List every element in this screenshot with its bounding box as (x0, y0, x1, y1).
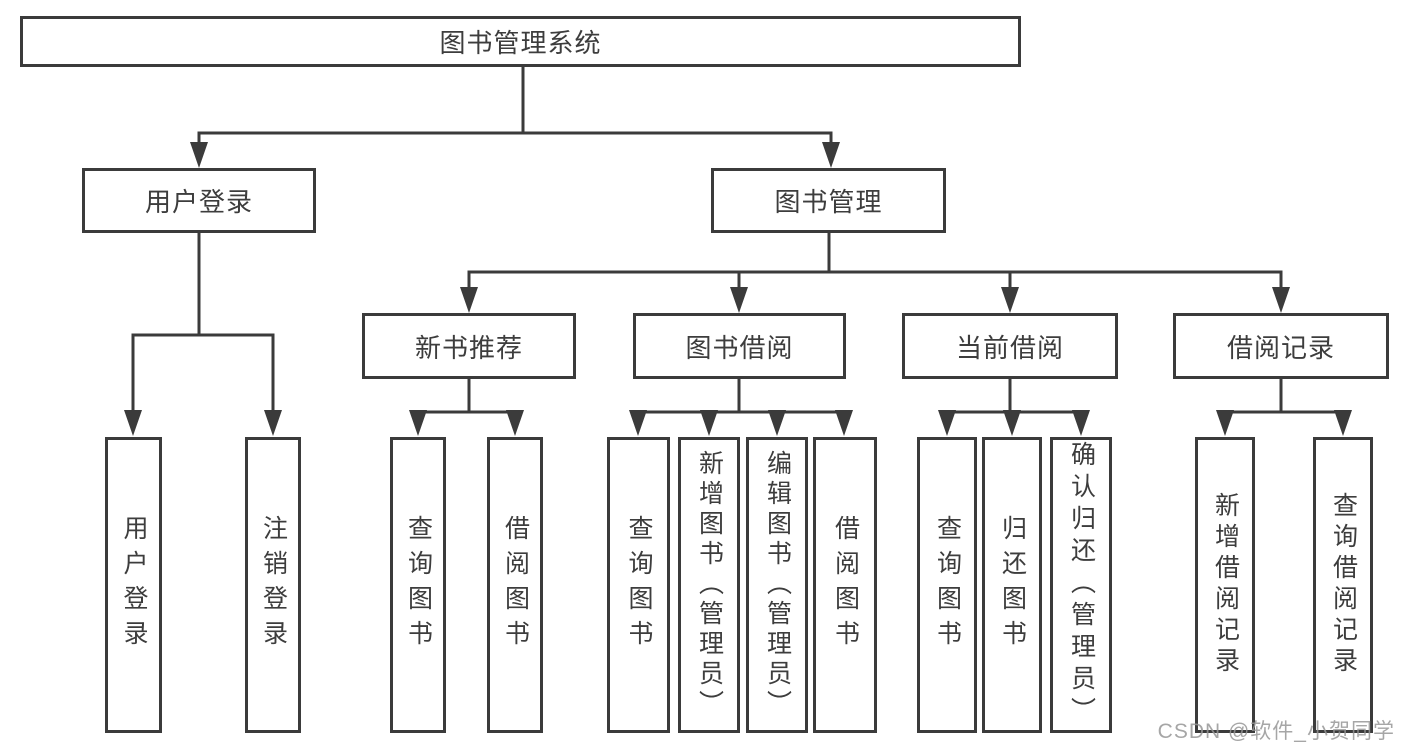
node-root: 图书管理系统 (20, 16, 1021, 67)
leaf-query-books-current-label: 查询图书 (933, 515, 962, 655)
leaf-add-borrow-record-label: 新增借阅记录 (1211, 492, 1240, 678)
leaf-return-books: 归还图书 (982, 437, 1042, 733)
leaf-user-login: 用户登录 (105, 437, 162, 733)
node-book-management: 图书管理 (711, 168, 946, 233)
node-book-management-label: 图书管理 (774, 187, 883, 217)
node-current-borrowing: 当前借阅 (902, 313, 1118, 379)
leaf-add-borrow-record: 新增借阅记录 (1195, 437, 1255, 733)
leaf-query-borrow-record-label: 查询借阅记录 (1329, 492, 1358, 678)
leaf-return-books-label: 归还图书 (998, 515, 1027, 655)
node-current-borrowing-label: 当前借阅 (955, 332, 1064, 363)
leaf-borrow-books-recommend: 借阅图书 (487, 437, 543, 733)
node-user-login: 用户登录 (82, 168, 316, 233)
node-borrow-records: 借阅记录 (1173, 313, 1389, 379)
leaf-borrow-books-borrowing-label: 借阅图书 (831, 515, 860, 655)
leaf-query-books-current: 查询图书 (917, 437, 977, 733)
node-book-borrowing: 图书借阅 (633, 313, 846, 379)
leaf-edit-books-admin: 编辑图书（管理员） (746, 437, 808, 733)
leaf-query-books-borrowing: 查询图书 (607, 437, 670, 733)
leaf-logout-label: 注销登录 (259, 515, 288, 655)
leaf-query-books-borrowing-label: 查询图书 (625, 515, 653, 655)
leaf-edit-books-admin-label: 编辑图书（管理员） (763, 450, 792, 720)
csdn-watermark: CSDN @软件_小贺同学 (1157, 720, 1395, 743)
leaf-add-books-admin-label: 新增图书（管理员） (695, 450, 724, 720)
node-new-book-recommend-label: 新书推荐 (414, 332, 523, 363)
leaf-confirm-return-admin: 确认归还（管理员） (1050, 437, 1112, 733)
leaf-query-borrow-record: 查询借阅记录 (1313, 437, 1373, 733)
node-new-book-recommend: 新书推荐 (362, 313, 576, 379)
node-book-borrowing-label: 图书借阅 (685, 332, 794, 363)
node-user-login-label: 用户登录 (144, 187, 253, 217)
node-root-label: 图书管理系统 (439, 28, 602, 58)
leaf-logout: 注销登录 (245, 437, 301, 733)
leaf-borrow-books-recommend-label: 借阅图书 (501, 515, 530, 655)
leaf-query-books-recommend: 查询图书 (390, 437, 446, 733)
leaf-add-books-admin: 新增图书（管理员） (678, 437, 740, 733)
leaf-borrow-books-borrowing: 借阅图书 (813, 437, 877, 733)
leaf-query-books-recommend-label: 查询图书 (404, 515, 433, 655)
node-borrow-records-label: 借阅记录 (1226, 332, 1335, 363)
leaf-user-login-label: 用户登录 (120, 515, 148, 655)
leaf-confirm-return-admin-label: 确认归还（管理员） (1067, 441, 1096, 729)
